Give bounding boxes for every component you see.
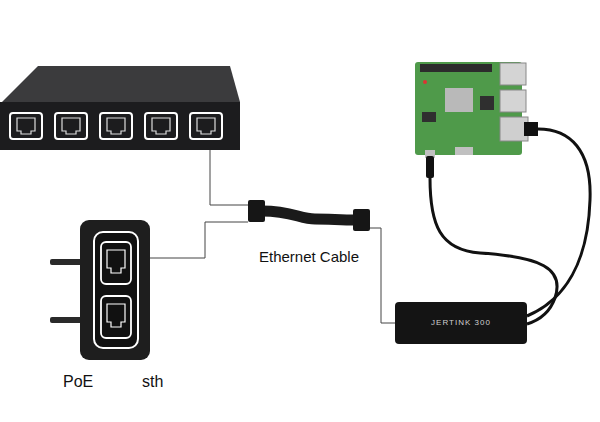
port bbox=[100, 113, 132, 139]
port bbox=[190, 113, 222, 139]
ethernet-port bbox=[500, 117, 528, 141]
connector-line bbox=[370, 228, 395, 323]
poe-splitter: JERTINK 300 bbox=[395, 302, 527, 344]
usb-port bbox=[500, 90, 526, 112]
usb-port bbox=[500, 63, 526, 85]
cable-plug bbox=[248, 200, 265, 222]
injector-panel bbox=[94, 232, 138, 348]
switch-front bbox=[0, 102, 240, 150]
node-label: Ethernet Cable bbox=[259, 248, 359, 265]
switch-top bbox=[2, 66, 240, 102]
cable-plug bbox=[353, 209, 370, 231]
poe-injector: PoEsth bbox=[80, 220, 150, 360]
prong bbox=[50, 259, 82, 265]
connector-line bbox=[150, 222, 248, 258]
port bbox=[10, 113, 42, 139]
prong bbox=[50, 317, 82, 323]
switch-wire bbox=[210, 150, 248, 205]
pi-chip bbox=[445, 88, 473, 112]
node-label: sth bbox=[142, 373, 163, 391]
ethernet-cable-shape bbox=[248, 200, 370, 231]
raspberry-pi bbox=[415, 62, 538, 178]
port-inner bbox=[17, 118, 215, 134]
injector-port bbox=[101, 242, 131, 284]
pi-chip bbox=[480, 96, 494, 110]
injector-port bbox=[101, 296, 131, 338]
node-label: JERTINK 300 bbox=[431, 318, 491, 327]
port bbox=[55, 113, 87, 139]
ethernet-cable: Ethernet Cable bbox=[248, 198, 370, 230]
node-label: PoE bbox=[63, 373, 93, 391]
hdmi-port bbox=[455, 147, 473, 155]
cable-band bbox=[262, 211, 356, 220]
pi-chip bbox=[422, 112, 436, 122]
pi-led bbox=[423, 80, 427, 84]
injector-case bbox=[80, 220, 150, 360]
micro-usb-plug bbox=[426, 156, 434, 178]
gpio-header bbox=[420, 64, 492, 72]
network-switch bbox=[0, 66, 240, 150]
port bbox=[145, 113, 177, 139]
ethernet-plug bbox=[524, 122, 538, 136]
switch-ports bbox=[10, 113, 222, 139]
pi-cable bbox=[527, 129, 590, 316]
poe-injector-body bbox=[50, 220, 150, 360]
